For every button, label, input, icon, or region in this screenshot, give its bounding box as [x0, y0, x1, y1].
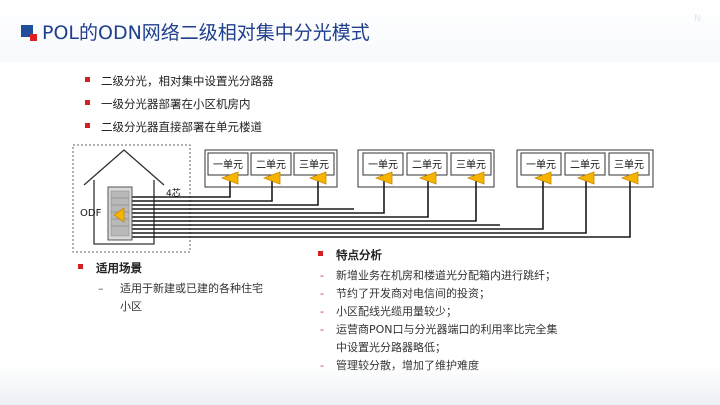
- analysis-text: 小区配线光缆用量较少；: [336, 305, 457, 318]
- building-box: [204, 149, 338, 188]
- footer-decoration: [0, 365, 720, 405]
- unit-label: 一单元: [213, 159, 243, 171]
- fiber-line: [132, 178, 273, 202]
- title-marker-icon: [21, 25, 37, 41]
- unit-label: 三单元: [614, 159, 644, 171]
- dash-icon: -: [320, 287, 324, 300]
- unit-label: 二单元: [256, 159, 286, 171]
- scenario-text: 适用于新建或已建的各种住宅: [120, 282, 263, 295]
- bullet-square-icon: [85, 77, 90, 82]
- building-box: [516, 149, 654, 188]
- core-count-label: 4芯: [166, 187, 181, 199]
- unit-box: [520, 152, 562, 176]
- bullet-text: 二级分光器直接部署在单元楼道: [101, 120, 262, 134]
- analysis-text: 运营商PON口与分光器端口的利用率比完全集: [336, 323, 558, 336]
- fiber-line: [132, 178, 631, 238]
- dash-icon: -: [320, 305, 324, 318]
- bullet-list: 二级分光，相对集中设置光分路器 一级分光器部署在小区机房内 二级分光器直接部署在…: [85, 73, 274, 142]
- splitter-icon: [220, 171, 239, 185]
- unit-label: 二单元: [412, 159, 442, 171]
- bullet-square-icon: [85, 100, 90, 105]
- fiber-line: [132, 178, 319, 206]
- house-wall: [93, 180, 155, 245]
- unit-box: [207, 152, 249, 176]
- unit-label: 三单元: [299, 159, 329, 171]
- unit-label: 三单元: [456, 159, 486, 171]
- analysis-item: -新增业务在机房和楼道光分配箱内进行跳纤；: [318, 267, 558, 285]
- bullet-square-icon: [78, 264, 83, 269]
- analysis-item: -节约了开发商对电信间的投资；: [318, 285, 558, 303]
- analysis-item: -运营商PON口与分光器端口的利用率比完全集: [318, 321, 558, 339]
- odf-label: ODF: [80, 208, 102, 219]
- dash-icon: –: [98, 282, 104, 295]
- scenario-text: 小区: [120, 300, 142, 313]
- unit-box: [450, 152, 492, 176]
- analysis-section: 特点分析 -新增业务在机房和楼道光分配箱内进行跳纤； -节约了开发商对电信间的投…: [318, 247, 558, 375]
- dash-icon: -: [320, 323, 324, 336]
- splitter-icon: [262, 171, 281, 185]
- bullet-item: 二级分光器直接部署在单元楼道: [85, 119, 274, 142]
- bullet-square-icon: [85, 123, 90, 128]
- analysis-text: 新增业务在机房和楼道光分配箱内进行跳纤；: [336, 269, 556, 282]
- analysis-item: -小区配线光缆用量较少；: [318, 303, 558, 321]
- house-roof: [83, 149, 165, 186]
- title-bar: POL的ODN网络二级相对集中分光模式 N: [0, 0, 720, 62]
- fiber-line: [132, 178, 231, 198]
- splitter-icon: [418, 171, 437, 185]
- scenario-item: – 适用于新建或已建的各种住宅: [78, 280, 263, 298]
- page-title: POL的ODN网络二级相对集中分光模式: [42, 22, 370, 44]
- splitter-icon: [620, 171, 639, 185]
- bullet-text: 二级分光，相对集中设置光分路器: [101, 74, 274, 88]
- splitter-icon: [576, 171, 595, 185]
- splitter-icon: [308, 171, 327, 185]
- splitter-icon: [374, 171, 393, 185]
- bullet-square-icon: [318, 251, 323, 256]
- unit-label: 一单元: [526, 159, 556, 171]
- unit-label: 一单元: [368, 159, 398, 171]
- splitter-icon: [533, 171, 552, 185]
- fiber-line: [132, 178, 477, 222]
- fiber-line: [132, 178, 587, 234]
- dash-icon: -: [320, 269, 324, 282]
- fiber-line: [132, 178, 385, 214]
- scenario-item: 小区: [78, 298, 263, 316]
- splitter-icon: [466, 171, 485, 185]
- first-level-splitter-icon: [113, 207, 125, 223]
- building-box: [357, 149, 495, 188]
- scenario-section: 适用场景 – 适用于新建或已建的各种住宅 小区: [78, 260, 263, 316]
- fiber-line: [132, 178, 429, 218]
- analysis-text: 节约了开发商对电信间的投资；: [336, 287, 490, 300]
- fiber-line: [132, 178, 544, 230]
- analysis-item-continued: 中设置光分路器略低；: [318, 339, 558, 357]
- scenario-heading: 适用场景: [78, 260, 263, 280]
- analysis-text: 中设置光分路器略低；: [336, 341, 446, 354]
- odf-cabinet: [107, 186, 133, 241]
- bullet-item: 二级分光，相对集中设置光分路器: [85, 73, 274, 96]
- unit-box: [293, 152, 335, 176]
- analysis-heading: 特点分析: [318, 247, 558, 267]
- brand-logo: N: [694, 14, 702, 24]
- bullet-text: 一级分光器部署在小区机房内: [101, 97, 251, 111]
- bullet-item: 一级分光器部署在小区机房内: [85, 96, 274, 119]
- scenario-heading-text: 适用场景: [96, 261, 142, 275]
- unit-label: 二单元: [570, 159, 600, 171]
- analysis-heading-text: 特点分析: [336, 248, 382, 262]
